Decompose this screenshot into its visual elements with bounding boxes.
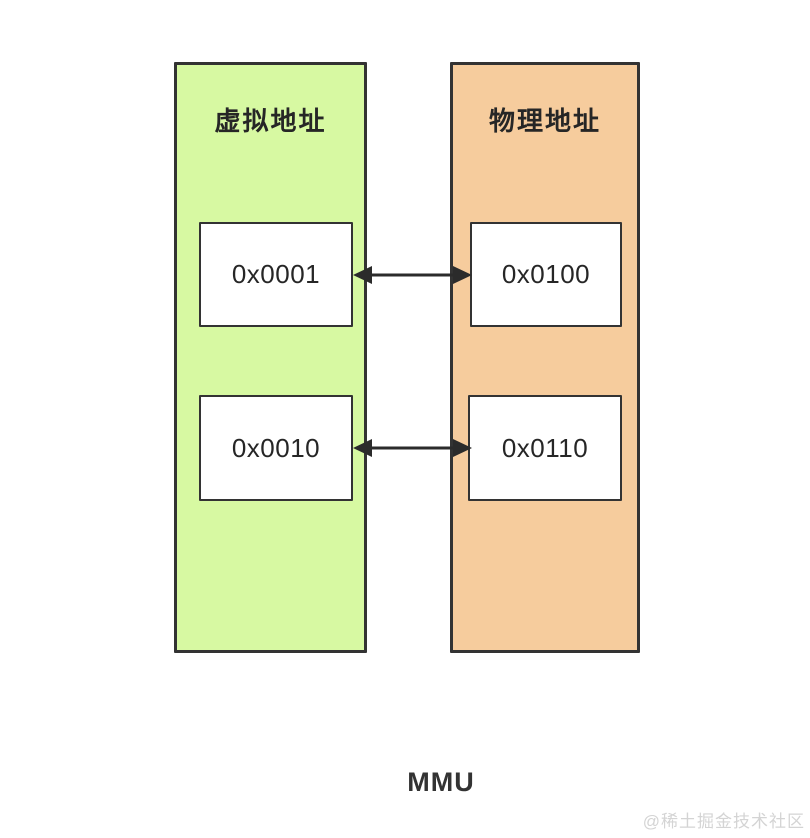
virtual-address-column: 虚拟地址 xyxy=(174,62,367,653)
physical-address-title: 物理地址 xyxy=(488,106,601,136)
physical-address-box-2: 0x0110 xyxy=(468,395,622,501)
juejin-watermark: @稀土掘金技术社区 xyxy=(642,812,805,831)
virtual-address-box-2: 0x0010 xyxy=(199,395,353,501)
mmu-caption: MMU xyxy=(407,767,475,797)
physical-address-column: 物理地址 xyxy=(450,62,640,653)
physical-address-box-1: 0x0100 xyxy=(470,222,622,327)
virtual-address-box-1: 0x0001 xyxy=(199,222,353,327)
virtual-address-value-2: 0x0010 xyxy=(231,432,321,463)
physical-address-value-2: 0x0110 xyxy=(501,432,589,463)
physical-address-value-1: 0x0100 xyxy=(501,259,591,289)
virtual-address-title: 虚拟地址 xyxy=(214,106,327,136)
virtual-address-value-1: 0x0001 xyxy=(231,259,321,289)
